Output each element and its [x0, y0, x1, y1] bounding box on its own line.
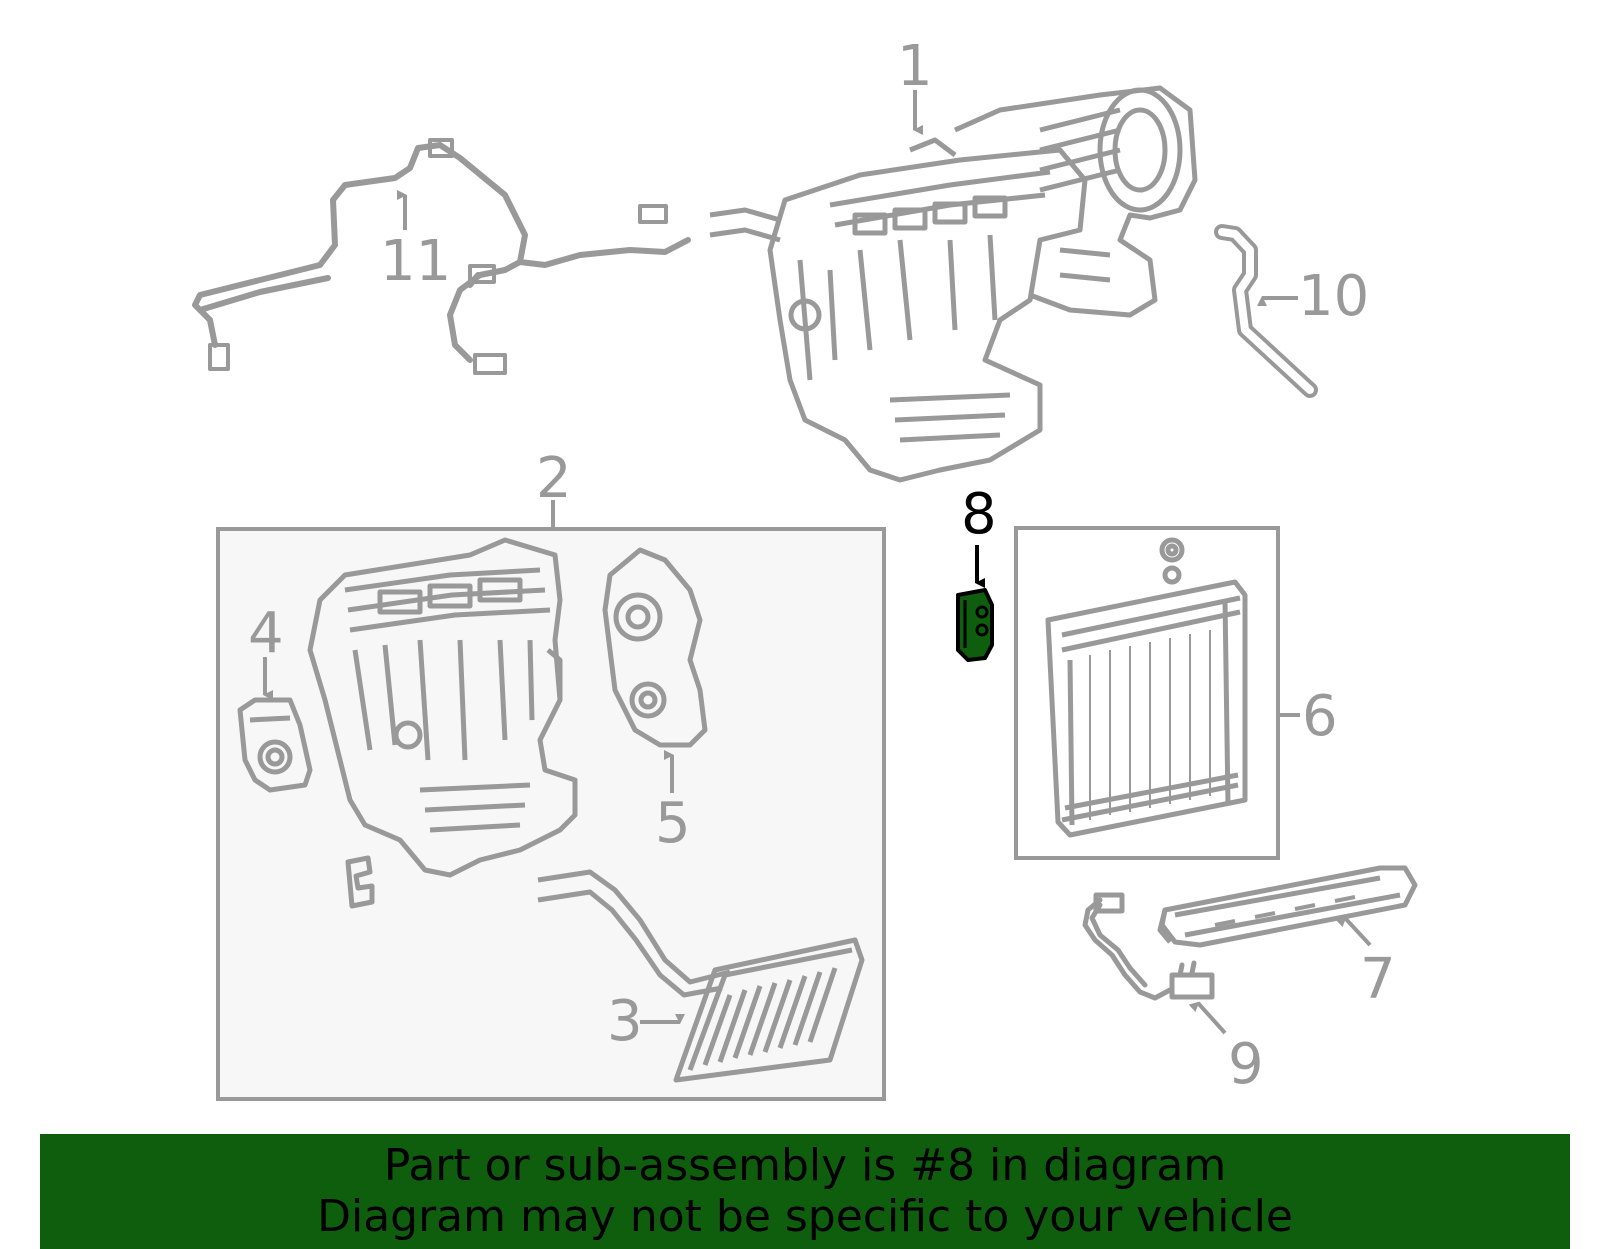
callout-4: 4: [248, 601, 284, 700]
bracket-clip[interactable]: [345, 855, 375, 909]
callout-9: 9: [1188, 1001, 1264, 1097]
part-9-sensor[interactable]: [1082, 892, 1215, 1001]
callout-5: 5: [655, 750, 691, 856]
callout-1: 1: [897, 34, 933, 135]
callout-4-label: 4: [248, 601, 284, 666]
part-2-sub-assembly-box: [216, 500, 886, 1101]
part-7-case-strip[interactable]: [1157, 865, 1418, 948]
callout-8-label: 8: [961, 482, 997, 547]
part-3-heater-core[interactable]: [537, 869, 865, 1083]
part-5-actuator-motor[interactable]: [602, 547, 708, 748]
notice-banner: Part or sub-assembly is #8 in diagram Di…: [40, 1134, 1570, 1249]
part-8-expansion-valve-highlighted[interactable]: [956, 588, 994, 662]
part-4-actuator[interactable]: [237, 697, 313, 793]
part-1-hvac-assembly[interactable]: [709, 85, 1198, 483]
callout-11-label: 11: [380, 229, 451, 294]
callout-8: 8: [961, 482, 997, 588]
part-2-hvac-housing[interactable]: [307, 537, 578, 878]
part-10-drain-hose[interactable]: [1214, 224, 1318, 398]
callout-11: 11: [380, 190, 451, 294]
callout-6-label: 6: [1302, 684, 1338, 749]
callout-10: 10: [1257, 264, 1369, 329]
banner-line-1: Part or sub-assembly is #8 in diagram: [383, 1140, 1227, 1191]
banner-line-2: Diagram may not be specific to your vehi…: [317, 1191, 1293, 1242]
callout-5-label: 5: [655, 791, 691, 856]
callout-2-label: 2: [536, 446, 572, 511]
callout-9-label: 9: [1228, 1032, 1264, 1097]
callout-7-label: 7: [1360, 947, 1396, 1012]
callout-3: 3: [607, 989, 685, 1054]
part-6-evaporator[interactable]: [1045, 537, 1248, 838]
callout-7: 7: [1335, 916, 1396, 1012]
callout-3-label: 3: [607, 989, 643, 1054]
part-11-wire-harness[interactable]: [192, 138, 691, 375]
callout-10-label: 10: [1298, 264, 1369, 329]
callout-1-label: 1: [897, 34, 933, 99]
